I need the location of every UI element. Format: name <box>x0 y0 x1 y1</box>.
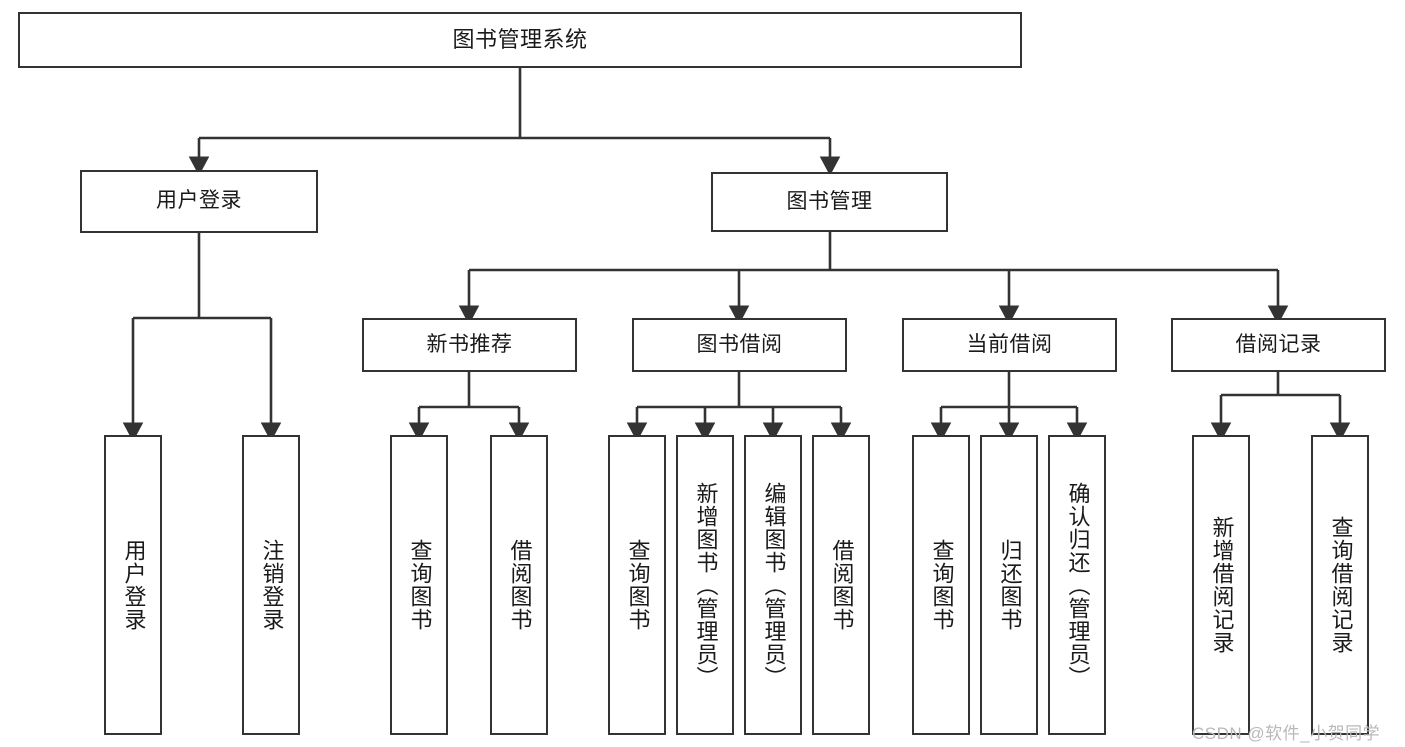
node-label: 归还图书 <box>997 539 1023 631</box>
node-leaf-borrow-book-1[interactable]: 借阅图书 <box>490 435 548 735</box>
node-label: 确认归还（管理员） <box>1065 481 1091 689</box>
node-label: 用户登录 <box>121 539 147 631</box>
node-label: 查询借阅记录 <box>1328 516 1354 654</box>
node-leaf-edit-book[interactable]: 编辑图书（管理员） <box>744 435 802 735</box>
node-label: 图书管理 <box>786 189 873 213</box>
node-label: 查询图书 <box>625 539 651 631</box>
node-leaf-add-record[interactable]: 新增借阅记录 <box>1192 435 1250 735</box>
node-label: 借阅图书 <box>829 539 855 631</box>
node-label: 查询图书 <box>929 539 955 631</box>
node-leaf-query-book-3[interactable]: 查询图书 <box>912 435 970 735</box>
node-label: 新增借阅记录 <box>1209 516 1235 654</box>
node-label: 新书推荐 <box>426 332 513 356</box>
node-leaf-borrow-book-2[interactable]: 借阅图书 <box>812 435 870 735</box>
node-label: 借阅图书 <box>507 539 533 631</box>
node-leaf-query-record[interactable]: 查询借阅记录 <box>1311 435 1369 735</box>
node-label: 用户登录 <box>156 189 242 213</box>
node-root-system[interactable]: 图书管理系统 <box>18 12 1022 68</box>
node-label: 图书管理系统 <box>452 27 588 53</box>
csdn-watermark: CSDN @软件_小贺同学 <box>1192 724 1381 743</box>
node-leaf-user-login[interactable]: 用户登录 <box>104 435 162 735</box>
node-user-login[interactable]: 用户登录 <box>80 170 318 233</box>
node-label: 借阅记录 <box>1235 332 1322 356</box>
node-new-book-recommend[interactable]: 新书推荐 <box>362 318 577 372</box>
node-book-management[interactable]: 图书管理 <box>711 172 948 232</box>
node-leaf-query-book-2[interactable]: 查询图书 <box>608 435 666 735</box>
node-leaf-confirm-return[interactable]: 确认归还（管理员） <box>1048 435 1106 735</box>
node-label: 当前借阅 <box>966 332 1053 356</box>
node-label: 新增图书（管理员） <box>693 481 719 689</box>
node-leaf-query-book-1[interactable]: 查询图书 <box>390 435 448 735</box>
node-label: 注销登录 <box>259 539 285 631</box>
node-label: 图书借阅 <box>696 332 783 356</box>
node-label: 查询图书 <box>407 539 433 631</box>
node-leaf-logout-login[interactable]: 注销登录 <box>242 435 300 735</box>
node-leaf-return-book[interactable]: 归还图书 <box>980 435 1038 735</box>
node-borrow-record[interactable]: 借阅记录 <box>1171 318 1386 372</box>
node-book-borrow[interactable]: 图书借阅 <box>632 318 847 372</box>
node-label: 编辑图书（管理员） <box>761 481 787 689</box>
node-leaf-add-book[interactable]: 新增图书（管理员） <box>676 435 734 735</box>
node-current-borrow[interactable]: 当前借阅 <box>902 318 1117 372</box>
